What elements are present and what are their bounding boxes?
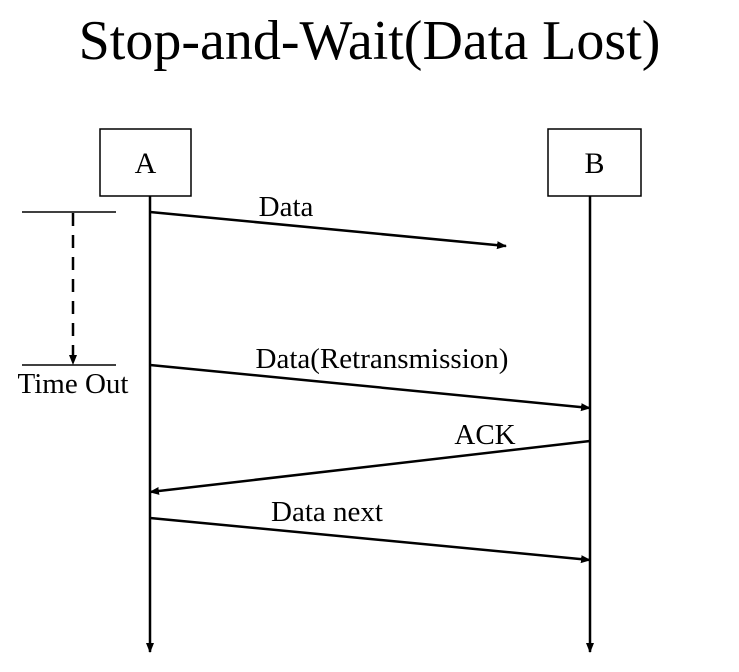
timeout-label: Time Out — [18, 368, 129, 400]
message-retransmission: Data(Retransmission) — [149, 343, 591, 412]
node-b-label: B — [584, 147, 604, 180]
message-data-next-label: Data next — [271, 496, 383, 528]
message-data-lost: Data — [149, 191, 507, 250]
message-retransmission-arrow — [149, 363, 591, 412]
message-data-arrow — [149, 210, 507, 250]
node-a: A — [99, 128, 192, 197]
node-b: B — [547, 128, 642, 197]
message-ack-label: ACK — [454, 419, 515, 451]
message-ack: ACK — [149, 419, 591, 495]
message-data-next: Data next — [149, 496, 591, 564]
diagram-title: Stop-and-Wait(Data Lost) — [78, 10, 661, 72]
timeout-timer: Time Out — [18, 211, 129, 400]
node-a-label: A — [135, 147, 157, 180]
message-data-next-arrow — [149, 516, 591, 564]
message-data-label: Data — [259, 191, 314, 223]
node-b-box — [547, 128, 642, 197]
message-retransmission-label: Data(Retransmission) — [256, 343, 509, 375]
node-a-box — [99, 128, 192, 197]
message-ack-arrow — [149, 439, 591, 495]
